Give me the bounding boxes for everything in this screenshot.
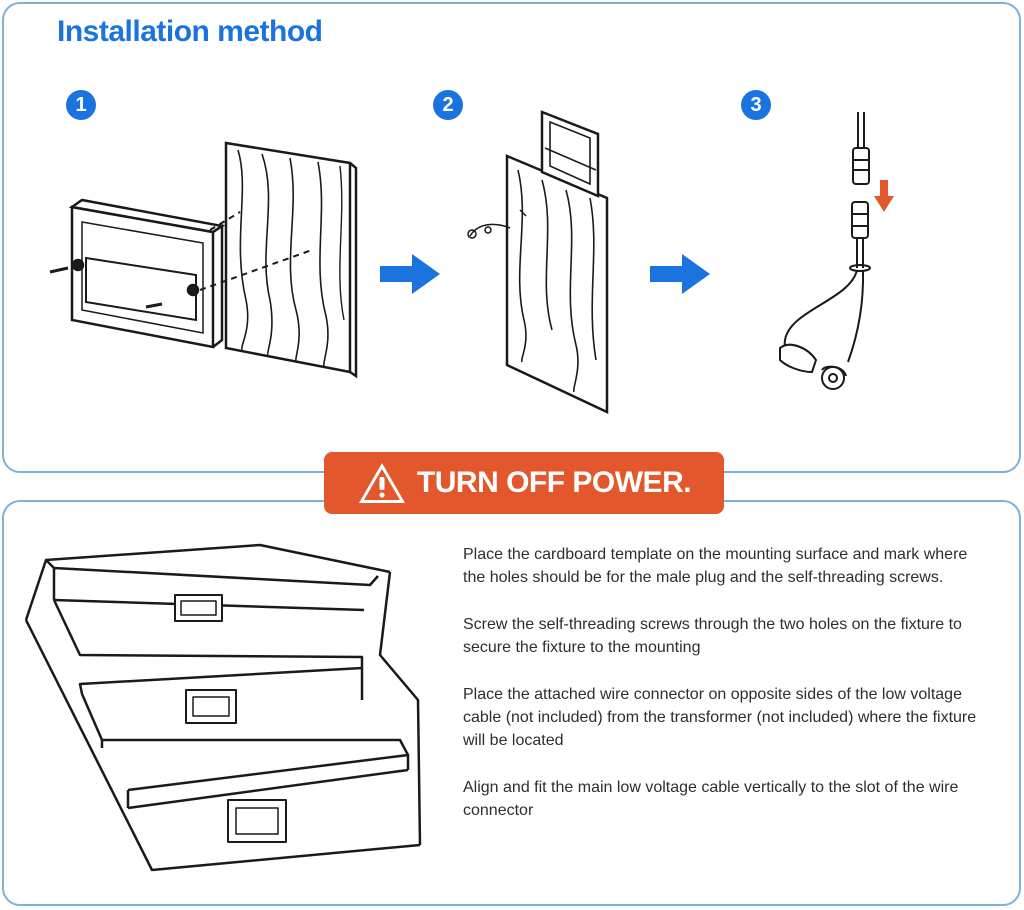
- warning-triangle-icon: [358, 463, 405, 503]
- arrow-right-icon: [380, 254, 440, 294]
- instruction-4: Align and fit the main low voltage cable…: [463, 779, 959, 819]
- instruction-3: Place the attached wire connector on opp…: [463, 686, 977, 749]
- step-1-badge: 1: [66, 90, 96, 120]
- instruction-2: Screw the self-threading screws through …: [463, 616, 962, 656]
- step-1-illustration: [49, 141, 358, 379]
- step-2-badge: 2: [433, 90, 463, 120]
- staircase-illustration: [24, 543, 422, 872]
- instruction-1: Place the cardboard template on the moun…: [463, 546, 968, 586]
- instruction-list: Place the cardboard template on the moun…: [463, 543, 993, 846]
- step-3-badge: 3: [741, 90, 771, 120]
- arrow-down-icon: [874, 180, 894, 212]
- arrow-right-icon: [650, 254, 710, 294]
- step-2-illustration: [467, 110, 609, 414]
- warning-text: TURN OFF POWER.: [416, 466, 692, 499]
- instructions-panel: [2, 500, 1021, 906]
- step-3-illustration: [779, 112, 871, 390]
- page-title: Installation method: [57, 15, 323, 48]
- warning-banner: TURN OFF POWER.: [324, 452, 724, 514]
